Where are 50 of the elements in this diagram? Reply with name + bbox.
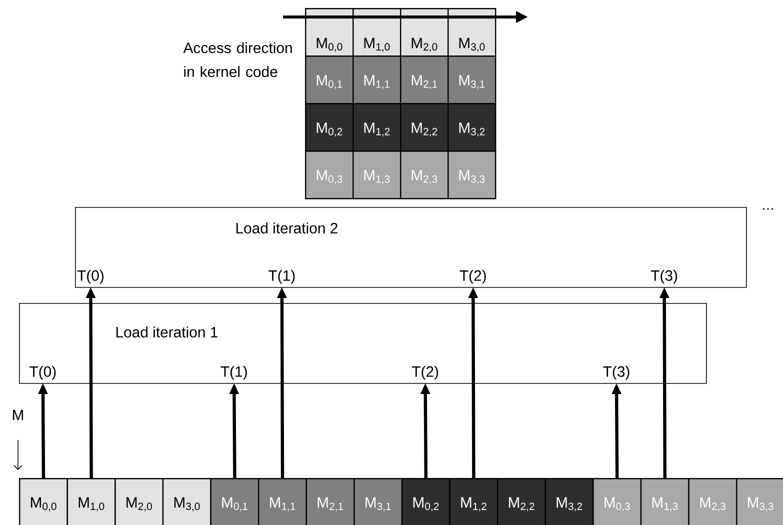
matrix-cell: M$_{2,2}$ — [497, 478, 546, 525]
matrix-cell: M$_{0,1}$ — [210, 478, 260, 525]
matrix-cell: M$_{3,0}$ — [162, 478, 212, 525]
thread-label: T(2) — [460, 270, 486, 284]
matrix-cell: M$_{2,0}$ — [400, 8, 449, 57]
label-text: Access direction in kernel code — [183, 42, 292, 78]
matrix-cell: M$_{0,2}$ — [305, 103, 354, 152]
matrix-cell: M$_{2,2}$ — [400, 103, 449, 152]
thread-label: T(1) — [268, 270, 295, 284]
matrix-cell: M$_{0,0}$ — [305, 8, 354, 57]
node-label: M$_{0,2}$ — [413, 497, 439, 512]
node-label: M$_{1,3}$ — [652, 497, 678, 512]
matrix-cell: M$_{3,1}$ — [354, 478, 403, 525]
node-label: M$_{0,0}$ — [30, 497, 56, 512]
matrix-cell: M$_{0,2}$ — [401, 478, 450, 525]
matrix-cell: M$_{1,0}$ — [352, 8, 402, 57]
matrix-cell: M$_{3,3}$ — [736, 478, 783, 525]
label-text: ... — [763, 208, 773, 210]
node-label: M$_{1,0}$ — [78, 497, 104, 512]
thread-label: T(3) — [650, 270, 678, 284]
matrix-cell: M$_{2,1}$ — [400, 56, 449, 104]
matrix-cell: M$_{1,1}$ — [258, 478, 308, 525]
thread-label: T(0) — [77, 270, 104, 284]
matrix-cell: M$_{0,3}$ — [305, 150, 354, 200]
matrix-cell: M$_{2,3}$ — [400, 150, 449, 200]
matrix-cell: M$_{3,1}$ — [448, 56, 496, 104]
matrix-cell: M$_{3,3}$ — [448, 150, 496, 200]
matrix-cell: M$_{3,2}$ — [544, 478, 594, 525]
matrix-cell: M$_{1,2}$ — [449, 478, 498, 525]
matrix-cell: M$_{0,0}$ — [19, 478, 68, 525]
matrix-cell: M$_{3,0}$ — [448, 8, 496, 57]
matrix-cell: M$_{1,3}$ — [352, 150, 402, 200]
matrix-cell: M$_{1,2}$ — [352, 103, 402, 152]
thread-label: T(3) — [603, 366, 630, 380]
thread-label: T(1) — [220, 366, 247, 380]
matrix-cell: M$_{3,2}$ — [448, 103, 496, 152]
matrix-cell: M$_{1,1}$ — [352, 56, 402, 104]
matrix-cell: M$_{1,3}$ — [640, 478, 690, 525]
node-label: M$_{2,1}$ — [318, 497, 344, 512]
matrix-cell: M$_{2,1}$ — [306, 478, 355, 525]
matrix-cell: M$_{2,3}$ — [688, 478, 738, 525]
matrix-cell: M$_{1,0}$ — [66, 478, 116, 525]
matrix-cell: M$_{2,0}$ — [114, 478, 164, 525]
thread-label: T(0) — [30, 366, 56, 380]
label-text: M — [13, 410, 23, 420]
matrix-cell: M$_{0,1}$ — [305, 56, 354, 104]
matrix-cell: M$_{0,3}$ — [592, 478, 642, 525]
thread-label: T(2) — [412, 366, 438, 380]
node-label: M$_{1,1}$ — [270, 497, 296, 512]
node-label: M$_{2,2}$ — [508, 497, 534, 512]
